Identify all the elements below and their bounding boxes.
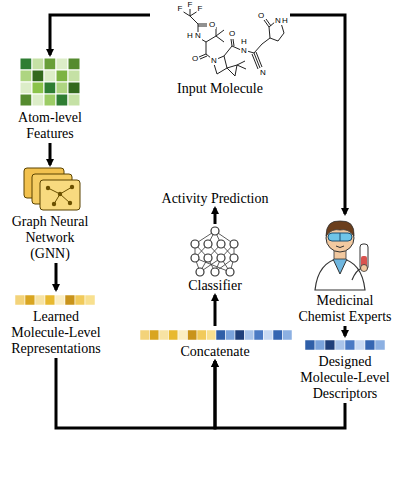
feature-grid [20, 58, 80, 106]
atom-label: N [259, 69, 267, 77]
node-label: Activity Prediction [140, 190, 290, 208]
flow-arrow [56, 358, 215, 428]
atom-label: H [281, 17, 289, 25]
gnn-icon [24, 168, 80, 210]
node-label: Classifier [165, 277, 265, 295]
chemist-icon [315, 221, 368, 290]
learned-vector [15, 295, 95, 305]
node-label: Designed Molecule-Level Descriptors [292, 353, 398, 403]
atom-label: F [197, 5, 204, 13]
flow-arrow [50, 15, 150, 55]
flow-arrow [214, 295, 217, 326]
molecule-skeleton [182, 9, 284, 76]
concatenate-node: Concatenate [130, 326, 300, 361]
atom-label: O [191, 55, 199, 63]
atom-label: H [186, 32, 194, 40]
atom-label: F [177, 5, 184, 13]
atom-label: H [240, 38, 248, 46]
node-label: Atom-level Features [5, 109, 95, 143]
node-label: Medicinal Chemist Experts [292, 292, 398, 326]
descriptor-vector [305, 340, 385, 350]
expert-node: Medicinal Chemist Experts [292, 214, 398, 326]
atom-label: N [210, 57, 218, 65]
atom-label: N [194, 32, 202, 40]
classifier-network [191, 227, 238, 276]
gnn-node: Graph Neural Network (GNN) [5, 165, 95, 263]
flow-arrow [55, 263, 58, 290]
node-label: Input Molecule [150, 80, 290, 98]
atom-label: O [208, 21, 216, 29]
node-label: Concatenate [130, 343, 300, 361]
concatenated-vector [140, 330, 292, 340]
flow-arrow [344, 326, 347, 336]
flow-arrow [214, 208, 217, 224]
atom-label: F [187, 1, 194, 9]
node-label: Graph Neural Network (GNN) [5, 213, 95, 263]
atom-label: O [228, 30, 236, 38]
feature-node: Atom-level Features [5, 55, 95, 143]
atom-label: N [240, 47, 248, 55]
flow-arrow [290, 15, 345, 214]
output-node: Activity Prediction [140, 190, 290, 208]
flow-arrow [49, 143, 52, 165]
classifier-node: Classifier [165, 224, 265, 295]
node-label: Learned Molecule-Level Representations [0, 308, 112, 358]
molecule-node: Input Molecule [150, 0, 290, 98]
descriptor-node: Designed Molecule-Level Descriptors [292, 336, 398, 403]
representation-node: Learned Molecule-Level Representations [0, 290, 112, 358]
atom-label: O [257, 12, 265, 20]
